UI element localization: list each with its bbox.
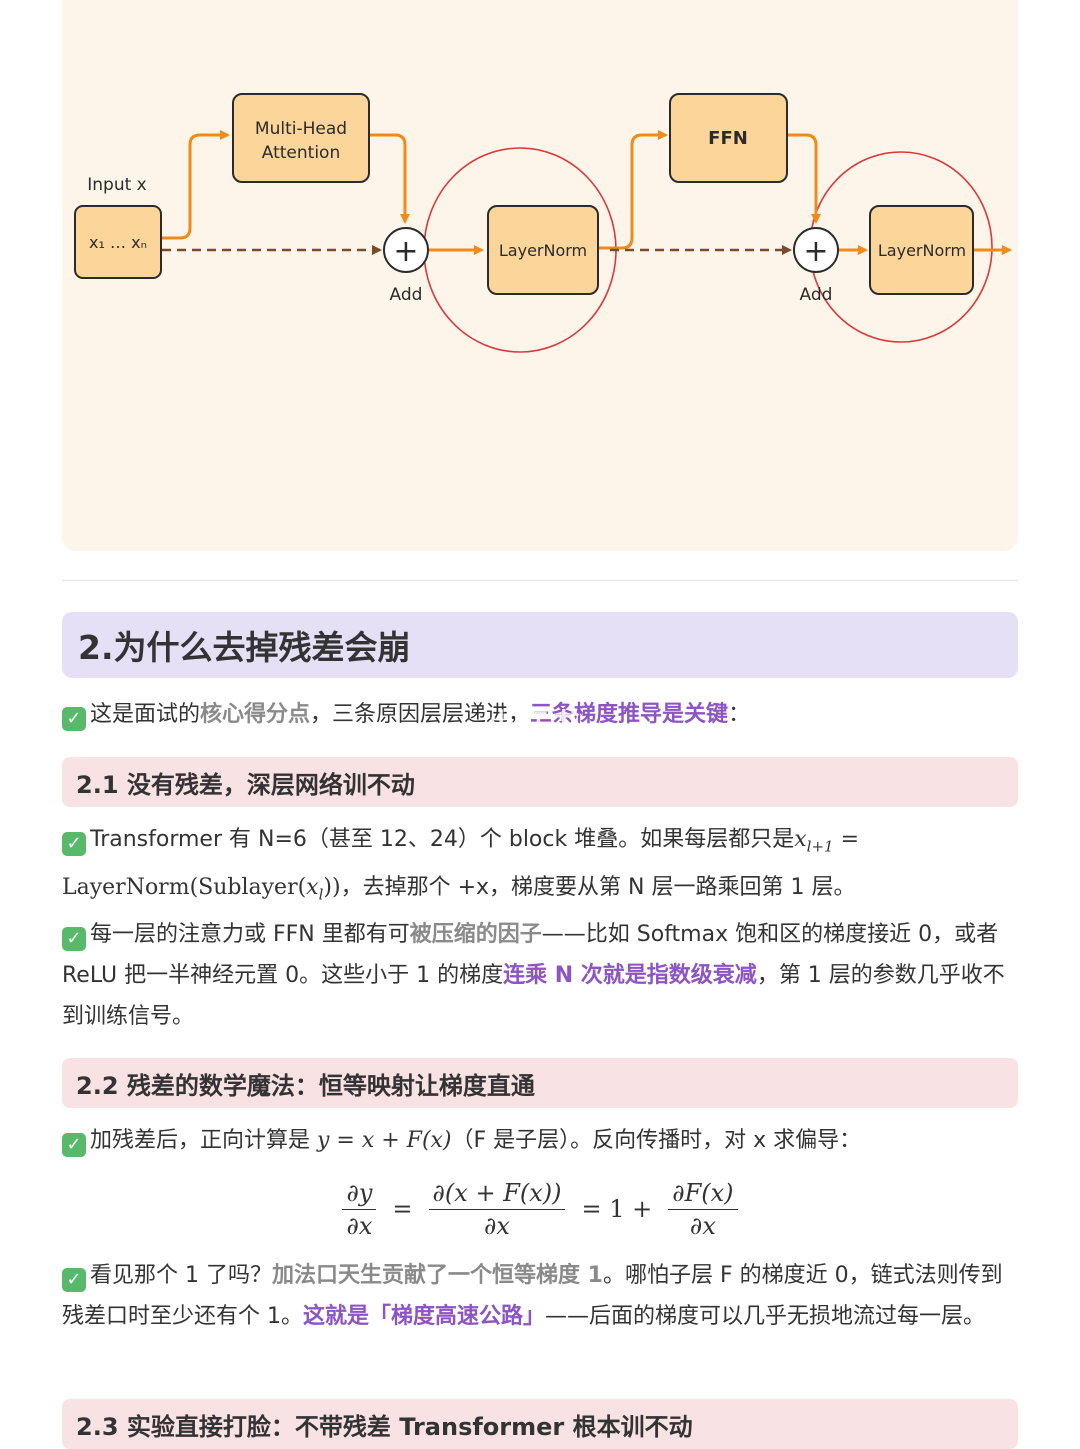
- check-icon: ✓: [62, 1268, 86, 1292]
- numerator: ∂F(x): [668, 1178, 738, 1210]
- paragraph-2-1-b: ✓每一层的注意力或 FFN 里都有可被压缩的因子——比如 Softmax 饱和区…: [62, 914, 1018, 1037]
- text: ，第 1 层的参数几乎收不到训练信号。: [62, 963, 1005, 1029]
- math-subscript: l: [318, 885, 324, 904]
- paragraph-2-1-a: ✓Transformer 有 N=6（甚至 12、24）个 block 堆叠。如…: [62, 819, 1018, 916]
- input-label: Input x: [87, 175, 146, 195]
- text: ，去掉那个 +x，梯度要从第 N 层一路乘回第 1 层。: [340, 875, 856, 901]
- math-subscript: l+1: [806, 837, 834, 856]
- subsection-title-text: 2.2 残差的数学魔法：恒等映射让梯度直通: [76, 1071, 535, 1100]
- text: Transformer 有 N=6（甚至 12、24）个 block 堆叠。如果…: [90, 827, 795, 852]
- ffn-to-add-arrow: [787, 133, 821, 224]
- input-to-mha-arrow: [160, 130, 230, 240]
- paragraph-2-2-a: ✓加残差后，正向计算是 y = x + F(x)（F 是子层）。反向传播时，对 …: [62, 1120, 1018, 1161]
- ffn-label: FFN: [708, 128, 748, 149]
- equals-one-plus: = 1 +: [581, 1195, 653, 1223]
- check-icon: ✓: [62, 927, 86, 951]
- check-icon: ✓: [62, 832, 86, 856]
- layernorm-to-ffn-arrow: [598, 130, 668, 250]
- add-node-1: [383, 227, 429, 273]
- add-label-1: Add: [390, 285, 423, 305]
- math-inline: y = x + F(x): [317, 1128, 452, 1153]
- fraction-rhs: ∂F(x)∂x: [668, 1178, 738, 1241]
- numerator: ∂(x + F(x)): [428, 1178, 566, 1210]
- math-var: x: [794, 827, 807, 852]
- mha-label-line2: Attention: [262, 143, 340, 163]
- layernorm-label-1: LayerNorm: [499, 241, 587, 260]
- section-title-text: 2.为什么去掉残差会崩: [78, 628, 411, 667]
- derivative-formula: ∂y∂x = ∂(x + F(x))∂x = 1 + ∂F(x)∂x: [62, 1176, 1018, 1242]
- layernorm-box-2: [869, 205, 974, 295]
- watermark: 小红书: [486, 708, 582, 743]
- math-expression: )): [323, 875, 341, 901]
- diagram-canvas: + + Input x x₁ … xₙ Multi-Head Attention…: [74, 93, 1012, 353]
- architecture-diagram: + + Input x x₁ … xₙ Multi-Head Attention…: [62, 0, 1018, 551]
- highlight-gray: 核心得分点: [200, 702, 311, 727]
- denominator: ∂x: [484, 1211, 510, 1240]
- math-expression: = LayerNorm(Sublayer(: [62, 827, 860, 901]
- math-var: x: [306, 875, 319, 901]
- fraction-mid: ∂(x + F(x))∂x: [428, 1178, 566, 1241]
- text: （F 是子层）。反向传播时，对 x 求偏导：: [451, 1128, 862, 1153]
- paragraph-2-2-b: ✓看见那个 1 了吗？加法口天生贡献了一个恒等梯度 1。哪怕子层 F 的梯度近 …: [62, 1255, 1018, 1337]
- subsection-title-text: 2.3 实验直接打脸：不带残差 Transformer 根本训不动: [76, 1412, 693, 1441]
- denominator: ∂x: [689, 1211, 716, 1240]
- text: 这是面试的: [90, 702, 201, 727]
- mha-box: [232, 93, 370, 183]
- check-icon: ✓: [62, 707, 86, 731]
- highlight-purple: 连乘 N 次就是指数级衰减: [503, 963, 757, 988]
- highlight-purple: 这就是「梯度高速公路」: [303, 1304, 546, 1329]
- highlight-gray: 被压缩的因子: [409, 922, 542, 947]
- text: ：: [728, 702, 751, 727]
- layernorm-box-1: [487, 205, 599, 295]
- text: ，三条原因层层递进，: [310, 702, 531, 727]
- numerator: ∂y: [342, 1178, 377, 1210]
- text: 加残差后，正向计算是: [90, 1128, 317, 1153]
- fraction-lhs: ∂y∂x: [342, 1178, 377, 1241]
- section-divider: [62, 580, 1018, 581]
- subsection-title-2-2: 2.2 残差的数学魔法：恒等映射让梯度直通: [62, 1058, 1018, 1108]
- text: ——后面的梯度可以几乎无损地流过每一层。: [545, 1304, 986, 1329]
- layernorm-label-2: LayerNorm: [878, 241, 966, 260]
- input-box: [74, 205, 162, 279]
- text: 每一层的注意力或 FFN 里都有可: [90, 922, 410, 947]
- text: 看见那个 1 了吗？: [90, 1263, 272, 1288]
- add-plus-2: +: [803, 234, 828, 269]
- intro-paragraph: ✓这是面试的核心得分点，三条原因层层递进，三条梯度推导是关键：: [62, 694, 1018, 735]
- highlight-purple: 三条梯度推导是关键: [530, 702, 729, 727]
- denominator: ∂x: [346, 1211, 373, 1240]
- text: 。哪怕子层 F 的梯度近 0，链式法则传到残差口时至少还有个 1。: [62, 1263, 1003, 1329]
- check-icon: ✓: [62, 1133, 86, 1157]
- add-plus-1: +: [393, 234, 418, 269]
- equals-sign: =: [392, 1195, 413, 1223]
- subsection-title-2-1: 2.1 没有残差，深层网络训不动: [62, 757, 1018, 807]
- mha-label-line1: Multi-Head: [255, 119, 347, 139]
- text: ——比如 Softmax 饱和区的梯度接近 0，或者 ReLU 把一半神经元置 …: [62, 922, 999, 988]
- add-node-2: [793, 227, 839, 273]
- ffn-box: [669, 93, 788, 183]
- input-box-label: x₁ … xₙ: [89, 233, 147, 252]
- add-label-2: Add: [800, 285, 833, 305]
- subsection-title-text: 2.1 没有残差，深层网络训不动: [76, 770, 415, 799]
- mha-to-add-arrow: [369, 133, 410, 224]
- section-title: 2.为什么去掉残差会崩: [62, 612, 1018, 678]
- subsection-title-2-3: 2.3 实验直接打脸：不带残差 Transformer 根本训不动: [62, 1399, 1018, 1449]
- highlight-gray: 加法口天生贡献了一个恒等梯度 1: [271, 1263, 603, 1288]
